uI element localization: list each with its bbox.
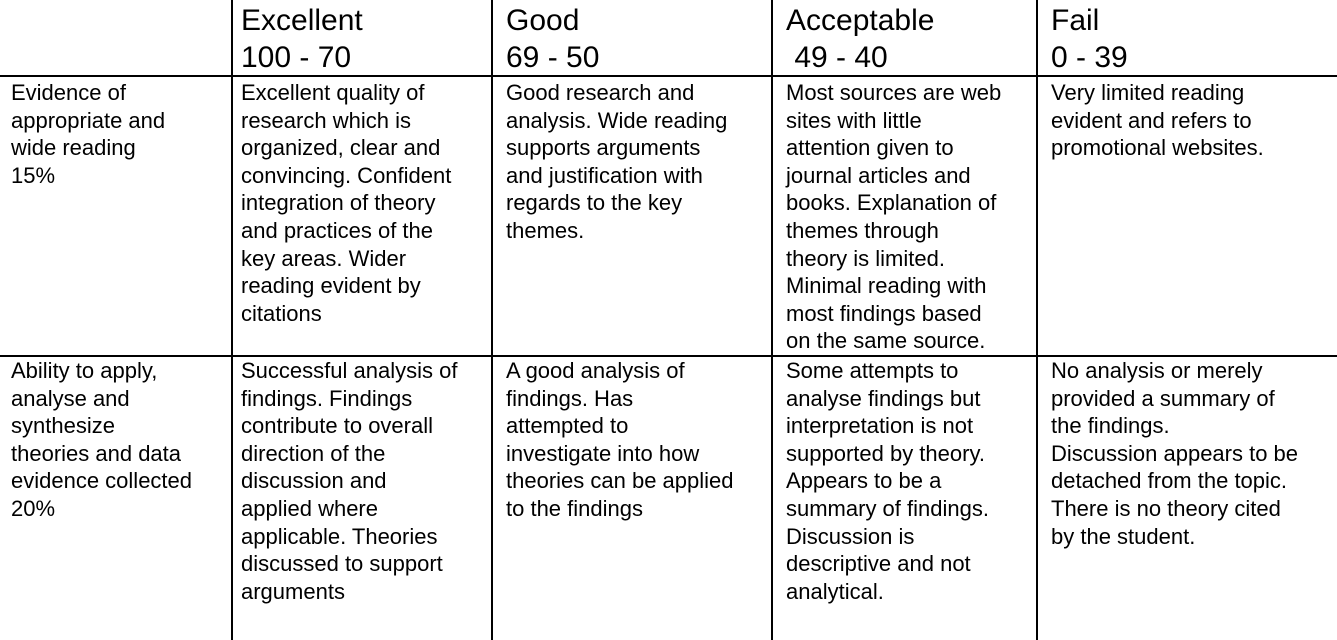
cell-analysis-excellent: Successful analysis of findings. Finding… [241,358,458,604]
grade-label: Excellent [241,4,363,37]
cell-analysis-fail: No analysis or merely provided a summary… [1051,358,1299,549]
grade-range: 0 - 39 [1051,41,1128,74]
row-divider [0,75,1337,77]
grade-label: Acceptable [786,4,935,37]
cell-analysis-good: A good analysis of findings. Has attempt… [506,358,734,521]
grade-label: Fail [1051,4,1100,37]
column-divider [491,0,493,640]
criterion-reading: Evidence of appropriate and wide reading… [11,80,166,188]
header-fail: Fail 0 - 39 [1051,2,1128,76]
cell-reading-excellent: Excellent quality of research which is o… [241,80,452,326]
column-divider [1036,0,1038,640]
grade-range: 49 - 40 [786,41,888,74]
cell-analysis-acceptable: Some attempts to analyse findings but in… [786,358,989,604]
cell-reading-fail: Very limited reading evident and refers … [1051,80,1264,161]
cell-reading-good: Good research and analysis. Wide reading… [506,80,728,243]
cell-reading-acceptable: Most sources are web sites with little a… [786,80,1002,354]
column-divider [231,0,233,640]
header-good: Good 69 - 50 [506,2,599,76]
criterion-analysis: Ability to apply, analyse and synthesize… [11,358,193,521]
grade-range: 100 - 70 [241,41,352,74]
grade-range: 69 - 50 [506,41,600,74]
header-acceptable: Acceptable 49 - 40 [786,2,934,76]
grade-label: Good [506,4,580,37]
row-divider [0,355,1337,357]
column-divider [771,0,773,640]
header-excellent: Excellent 100 - 70 [241,2,363,76]
